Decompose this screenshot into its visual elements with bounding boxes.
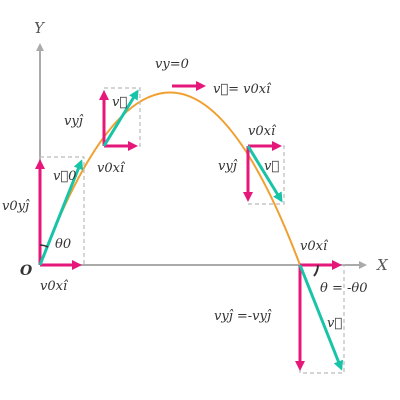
- guide-box-launch: [39, 156, 85, 266]
- theta0-arc: [39, 244, 49, 248]
- label-v0y-j: v0yĵ: [2, 199, 30, 214]
- label-vy-zero: vy=0: [155, 57, 189, 72]
- velocity-vector-left: [102, 89, 139, 147]
- label-v0x-i-left: v0xî: [97, 161, 126, 176]
- label-v-vector-landing: v⃗: [327, 316, 342, 331]
- label-v0x-i-landing: v0xî: [300, 239, 329, 254]
- label-v0x-i-origin: v0xî: [40, 279, 69, 294]
- label-vy-j-eq-neg: vyĵ =-vyĵ: [214, 309, 272, 324]
- label-v0-vector: v⃗0: [53, 169, 76, 184]
- label-v0x-i-right: v0xî: [248, 124, 277, 139]
- label-theta-eq: θ = -θ0: [320, 281, 367, 296]
- label-vy-j-right: vyĵ: [218, 159, 238, 174]
- theta-arc-landing: [313, 264, 319, 277]
- velocity-vector-landing: [298, 264, 344, 371]
- label-v-vector-right: v⃗: [264, 159, 279, 174]
- label-v-vector-left: v⃗: [112, 95, 127, 110]
- label-v-eq-v0x-i: v⃗= v0xî: [213, 82, 272, 97]
- origin-label: O: [20, 263, 33, 279]
- label-theta0: θ0: [55, 237, 71, 252]
- trajectory-curve: [39, 91, 301, 266]
- y-axis-label: Y: [34, 19, 46, 37]
- label-vy-j-left: vyĵ: [64, 114, 84, 129]
- v0-velocity-vector: [38, 159, 84, 266]
- x-axis-label: X: [376, 256, 389, 274]
- velocity-vector-right: [246, 145, 283, 203]
